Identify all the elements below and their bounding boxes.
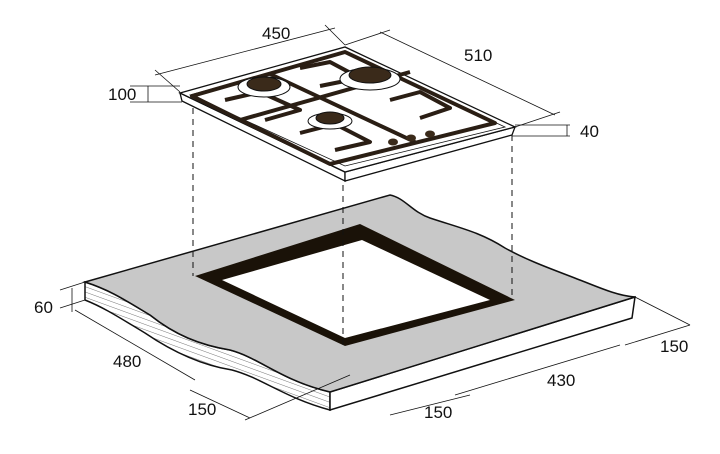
dim-hob-height: 40 bbox=[580, 122, 599, 141]
control-knobs bbox=[388, 130, 435, 146]
dim-front-margin: 150 bbox=[188, 400, 217, 419]
burner-icon bbox=[348, 66, 392, 84]
knob-icon bbox=[406, 134, 416, 142]
dim-side-margin-right: 150 bbox=[660, 337, 689, 356]
dim-countertop-thickness: 60 bbox=[34, 298, 53, 317]
dim-cutout-width: 430 bbox=[547, 371, 576, 390]
knob-icon bbox=[388, 138, 398, 146]
cutout-opening bbox=[222, 240, 490, 338]
knob-icon bbox=[425, 130, 435, 138]
dim-hob-depth: 510 bbox=[464, 46, 493, 65]
dimension-lines bbox=[59, 24, 691, 421]
countertop bbox=[82, 194, 636, 412]
dim-hob-width: 450 bbox=[262, 24, 291, 43]
projection-lines bbox=[192, 108, 513, 345]
gas-hob bbox=[178, 46, 517, 183]
dim-cutout-depth: 480 bbox=[113, 352, 142, 371]
burner-icon bbox=[315, 111, 345, 125]
dim-side-margin-left: 150 bbox=[424, 403, 453, 422]
burners bbox=[237, 66, 401, 130]
burner-icon bbox=[246, 76, 282, 92]
dim-clearance-top: 100 bbox=[108, 85, 137, 104]
